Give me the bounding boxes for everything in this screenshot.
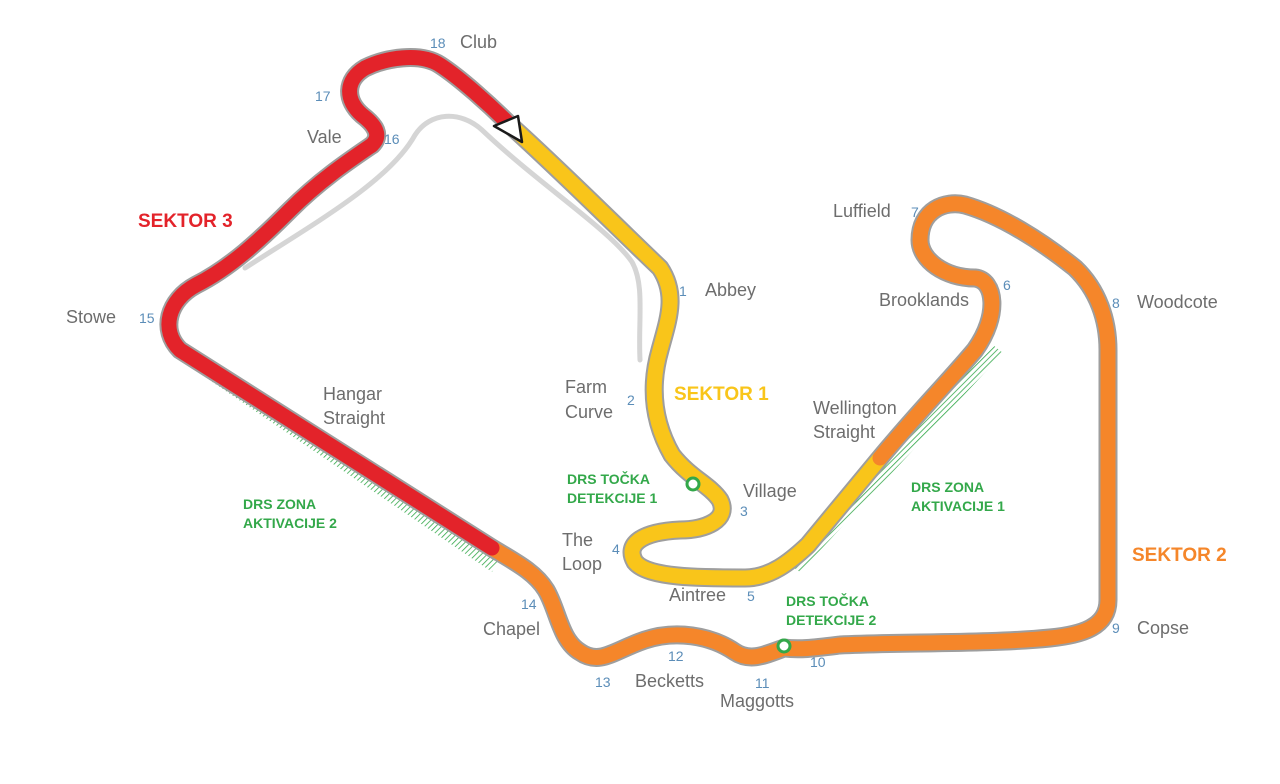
- track-sector-2: [484, 196, 1116, 665]
- corner-number-17: 17: [315, 88, 331, 104]
- corner-name-village: Village: [743, 481, 797, 501]
- corner-name-luffield: Luffield: [833, 201, 891, 221]
- corner-number-1: 1: [679, 283, 687, 299]
- sector-label-2: SEKTOR 2: [1132, 545, 1227, 566]
- corner-name-copse: Copse: [1137, 618, 1189, 638]
- corner-number-14: 14: [521, 596, 537, 612]
- drs-detection-point-2: [776, 638, 792, 654]
- corner-name-maggotts: Maggotts: [720, 691, 794, 711]
- drs-detection-point-1: [685, 476, 701, 492]
- corner-number-12: 12: [668, 648, 684, 664]
- corner-name-the-loop: The Loop: [562, 530, 602, 574]
- corner-name-woodcote: Woodcote: [1137, 292, 1218, 312]
- corner-name-stowe: Stowe: [66, 307, 116, 327]
- old-layout-path: [242, 113, 643, 363]
- corner-number-6: 6: [1003, 277, 1011, 293]
- drs-detection-label-2: DRS TOČKA DETEKCIJE 2: [786, 592, 876, 628]
- corner-name-farm-curve: Farm Curve: [565, 377, 613, 422]
- corner-number-13: 13: [595, 674, 611, 690]
- corner-name-vale: Vale: [307, 127, 342, 147]
- corner-number-15: 15: [139, 310, 155, 326]
- corner-name-brooklands: Brooklands: [879, 290, 969, 310]
- corner-name-becketts: Becketts: [635, 671, 704, 691]
- corner-name-club: Club: [460, 32, 497, 52]
- corner-number-3: 3: [740, 503, 748, 519]
- corner-name-aintree: Aintree: [669, 585, 726, 605]
- corner-name-chapel: Chapel: [483, 619, 540, 639]
- track-sector-3: [161, 50, 518, 556]
- corner-number-2: 2: [627, 392, 635, 408]
- corner-number-4: 4: [612, 541, 620, 557]
- corner-number-9: 9: [1112, 620, 1120, 636]
- corner-number-11: 11: [755, 675, 770, 691]
- corner-number-8: 8: [1112, 295, 1120, 311]
- corner-number-16: 16: [384, 131, 400, 147]
- straight-label-wellington: Wellington Straight: [813, 398, 902, 442]
- sector-label-3: SEKTOR 3: [138, 211, 233, 232]
- drs-detection-label-1: DRS TOČKA DETEKCIJE 1: [567, 470, 657, 506]
- corner-number-7: 7: [911, 204, 919, 220]
- straight-label-hangar: Hangar Straight: [323, 384, 387, 428]
- drs-activation-label-2: DRS ZONA AKTIVACIJE 2: [243, 496, 337, 531]
- track-sector-1: [502, 117, 888, 586]
- corner-name-abbey: Abbey: [705, 280, 756, 300]
- drs-activation-label-1: DRS ZONA AKTIVACIJE 1: [911, 479, 1005, 514]
- start-finish-marker: [492, 114, 524, 144]
- corner-number-10: 10: [810, 654, 826, 670]
- corner-number-5: 5: [747, 588, 755, 604]
- corner-number-18: 18: [430, 35, 446, 51]
- sector-label-1: SEKTOR 1: [674, 384, 769, 405]
